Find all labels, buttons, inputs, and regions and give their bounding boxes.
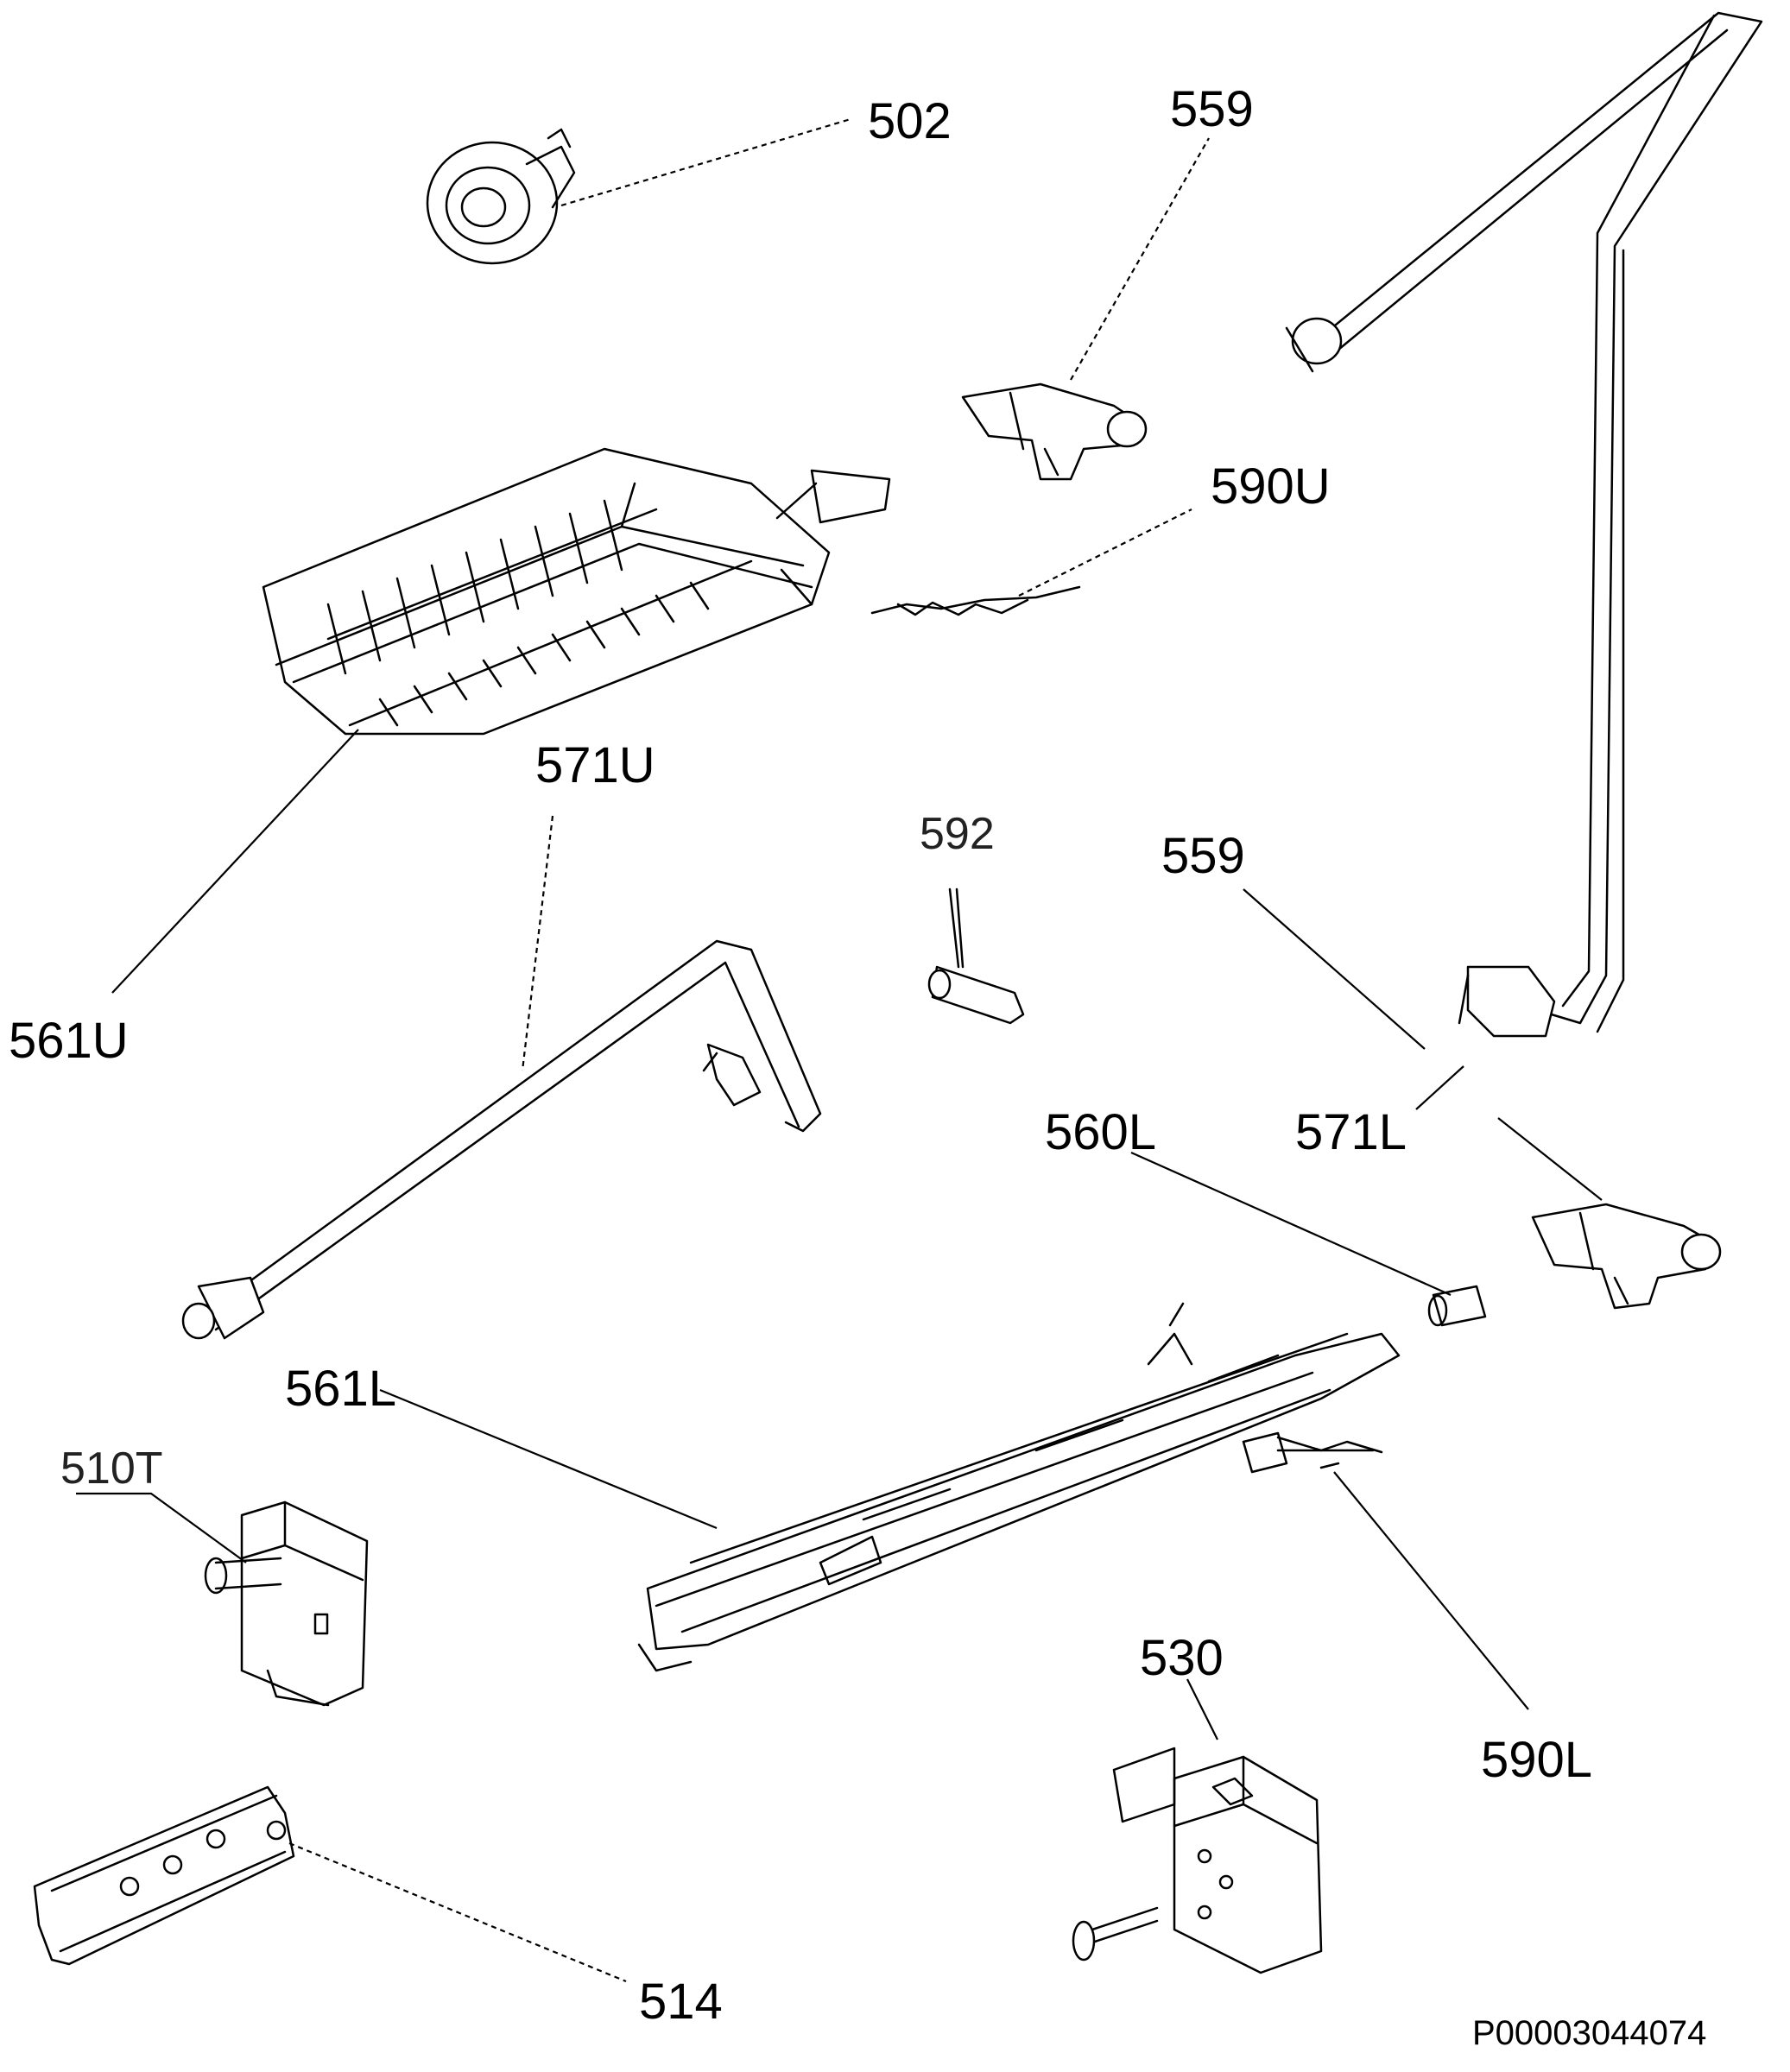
leader-559-lower-to-valve	[1497, 1117, 1603, 1201]
part-592-igniter	[927, 888, 1025, 1025]
leader-530	[1186, 1678, 1218, 1740]
leader-561L	[379, 1388, 718, 1530]
label-502: 502	[868, 93, 952, 149]
label-559-upper: 559	[1170, 81, 1254, 137]
label-561U: 561U	[9, 1013, 129, 1069]
leader-560L	[1130, 1151, 1452, 1297]
label-571U: 571U	[535, 737, 655, 793]
label-590L: 590L	[1481, 1732, 1593, 1788]
part-560L-nozzle	[1427, 1285, 1487, 1327]
label-561L: 561L	[285, 1361, 397, 1417]
leader-561U	[111, 729, 359, 994]
leader-571L	[1415, 1065, 1464, 1110]
label-592: 592	[920, 809, 995, 859]
leader-571U	[521, 815, 554, 1071]
part-561L-lower-burner	[637, 1302, 1401, 1672]
leader-514	[288, 1841, 627, 1983]
label-510T: 510T	[60, 1443, 163, 1494]
leader-510T	[76, 1492, 247, 1563]
leader-502	[560, 117, 851, 207]
part-530-block	[1072, 1747, 1323, 1974]
part-514-switch	[33, 1785, 295, 1966]
label-571L: 571L	[1295, 1104, 1407, 1160]
part-590L-thermocouple	[1276, 1436, 1383, 1469]
leader-590L	[1333, 1471, 1529, 1710]
document-id: P00003044074	[1472, 2014, 1707, 2052]
leader-559-lower	[1243, 888, 1426, 1050]
leader-559-upper	[1070, 137, 1210, 381]
label-530: 530	[1140, 1630, 1224, 1686]
label-560L: 560L	[1045, 1104, 1157, 1160]
label-590U: 590U	[1211, 458, 1331, 515]
part-590U-wire	[870, 585, 1081, 616]
part-571U-gas-tube	[181, 939, 822, 1340]
part-571L-gas-tube	[1285, 11, 1763, 1038]
part-502-knob	[426, 128, 576, 265]
leader-590U	[1018, 509, 1192, 597]
part-561U-upper-burner	[262, 447, 891, 736]
part-510T-thermostat	[204, 1500, 369, 1707]
part-559-lower-valve	[1531, 1203, 1722, 1310]
part-559-upper-valve	[961, 382, 1148, 481]
label-514: 514	[639, 1974, 723, 2030]
label-559-lower: 559	[1161, 828, 1245, 884]
